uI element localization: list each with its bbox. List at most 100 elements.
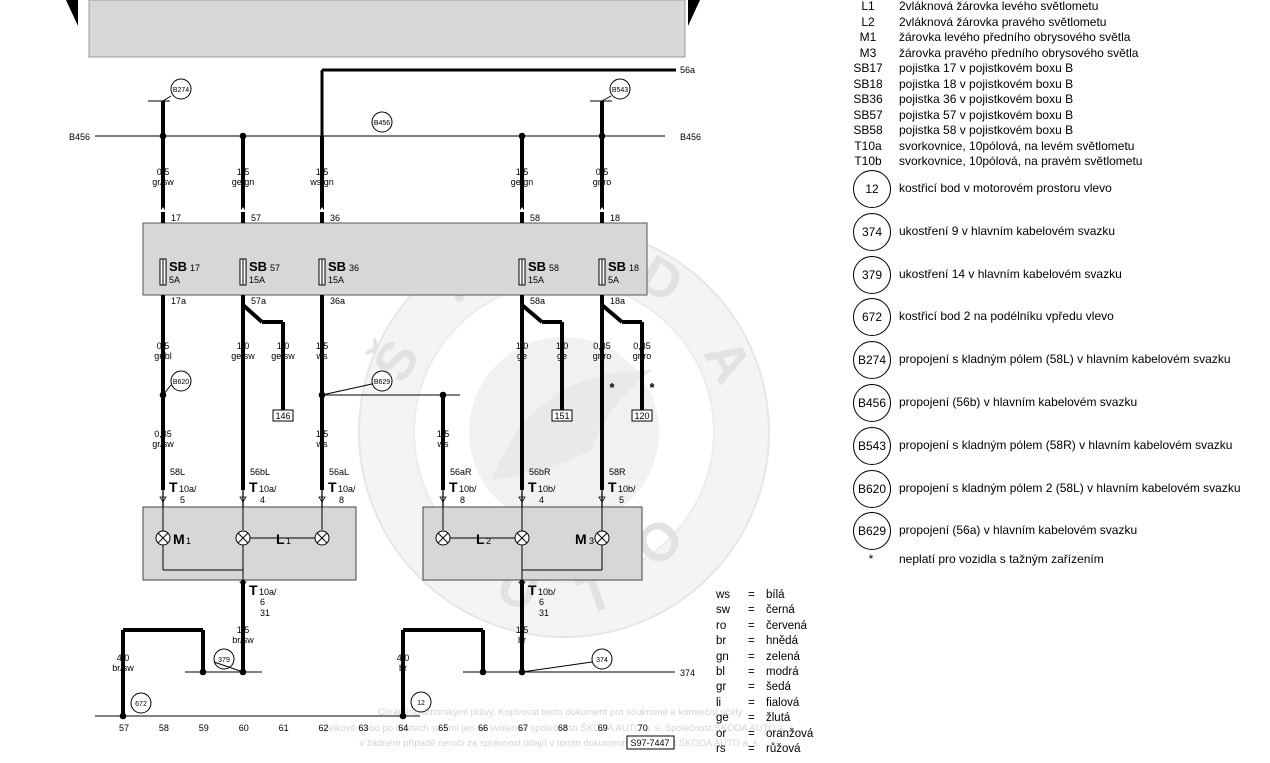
fuse-name: SB [328,259,346,274]
color-name: oranžová [766,727,814,740]
terminal-connector: T [249,582,258,598]
junction [399,712,407,720]
connector-374-icon [591,648,613,670]
legend-desc: pojistka 18 v pojistkovém boxu B [899,76,1074,91]
terminal-signal: 31 [539,608,549,618]
wire-size-label: 0,35 [154,429,172,439]
column-number: 64 [398,723,408,733]
legend-desc: ukostření 14 v hlavním kabelovém svazku [899,266,1122,281]
legend-desc: pojistka 58 v pojistkovém boxu B [899,123,1074,137]
column-number: 63 [358,723,368,733]
legend-code: SB18 [853,76,883,91]
leader [321,383,373,396]
legend-circle-code: B456 [853,384,891,422]
asterisk-mark: * [649,380,655,395]
fuse-name: SB [528,259,546,274]
legend-circle-code: B629 [853,512,891,551]
pin-arrow [240,207,246,212]
legend-code: SB36 [853,92,883,106]
terminal-pin: 6 [260,597,265,607]
bus-junction [239,132,247,140]
wire-branch-57a [241,303,264,324]
legend-desc: pojistka 57 v pojistkovém boxu B [899,107,1074,122]
color-name: zelená [766,650,800,663]
leader [162,95,172,102]
ref-box-151 [551,409,573,422]
connector-label: B543 [612,87,628,94]
color-abbr: gr [716,681,727,694]
bus-junction [598,132,606,140]
fuse-pin-label: 58 [530,213,540,223]
legend-code: SB17 [853,61,883,75]
leader [601,95,612,102]
column-number: 66 [478,723,488,733]
legend-code: T10a [854,138,882,153]
fuse-pin-label: 57 [251,213,261,223]
legend-circle-code: 672 [853,298,891,337]
wire-color-label: ws [316,439,328,449]
wire-color-label: br/sw [112,663,134,673]
copyright-line-1: Chráněno autorskými právy. Kopírovat ten… [377,707,743,718]
column-number: 65 [438,723,448,733]
legend-desc: kostřicí bod v motorovém prostoru vlevo [899,181,1112,195]
legend-desc: kostřicí bod 2 na podélníku vpředu vlevo [899,309,1114,324]
legend-code: L2 [861,14,875,29]
wire-size-label: 1,5 [516,625,529,635]
legend-desc: propojení (56b) v hlavním kabelovém svaz… [899,395,1138,409]
lamp-num: 2 [486,536,491,546]
wire-size-label: 0,5 [157,167,170,177]
bus-b456-label-right: B456 [680,132,701,142]
fuse-amp: 15A [249,275,265,285]
terminal-sub: 10a/ [259,484,277,494]
leader [213,661,244,673]
wire-color-label: gr/ro [593,351,612,361]
terminal-sub: 10a/ [259,587,277,597]
bus-junction [518,132,526,140]
legend-note-mark: * [868,552,874,566]
terminal-sub: 10b/ [459,484,477,494]
connector-label: B274 [173,87,189,94]
legend-code: M1 [859,30,877,44]
color-abbr: ge [716,712,729,725]
terminal-signal: 58L [170,467,185,477]
fuse-out-pin: 18a [610,296,625,306]
bus-56a-label: 56a [680,65,695,75]
column-number: 57 [119,723,129,733]
legend-code: T10b [854,154,882,168]
fuse-pin-label: 36 [330,213,340,223]
column-number: 70 [638,723,648,733]
connector-B456-icon [371,111,393,133]
connector-label: 374 [596,657,608,664]
terminal-sub: 10b/ [538,484,556,494]
equals-sign: = [748,666,755,678]
pin-arrow [319,207,325,212]
wire-color-label: br [399,663,407,673]
fuse-name: SB [169,259,187,274]
fuse-pin-label: 17 [171,213,181,223]
fuse-box-b [142,222,648,296]
fuse-amp: 15A [328,275,344,285]
terminal-pin: 4 [260,495,265,505]
wire-color-label: ws [316,351,328,361]
legend-circle-code: 374 [853,212,891,251]
terminal-connector: T [249,479,258,495]
fuse-num: 58 [549,263,559,273]
legend-desc: propojení s kladným pólem 2 (58L) v hlav… [899,480,1241,495]
color-name: červená [766,619,807,632]
terminal-connector: T [328,479,337,495]
wire-color-label: br/sw [232,635,254,645]
fuse-out-pin: 36a [330,296,345,306]
wire-color-label: ws/gn [309,177,334,187]
lamp-cross [516,532,528,544]
connector-12-icon [410,691,432,713]
legend-circle-code: 12 [853,170,891,208]
equals-sign: = [748,743,755,755]
connector-B274-icon [170,78,192,100]
lamp-cross [237,532,249,544]
pin-arrow [160,207,166,212]
column-number: 61 [279,723,289,733]
wire-size-label: 0,35 [593,341,611,351]
doc-number: S97-7447 [630,738,669,748]
right-headlight-housing [422,506,643,581]
doc-number-box [626,735,675,750]
